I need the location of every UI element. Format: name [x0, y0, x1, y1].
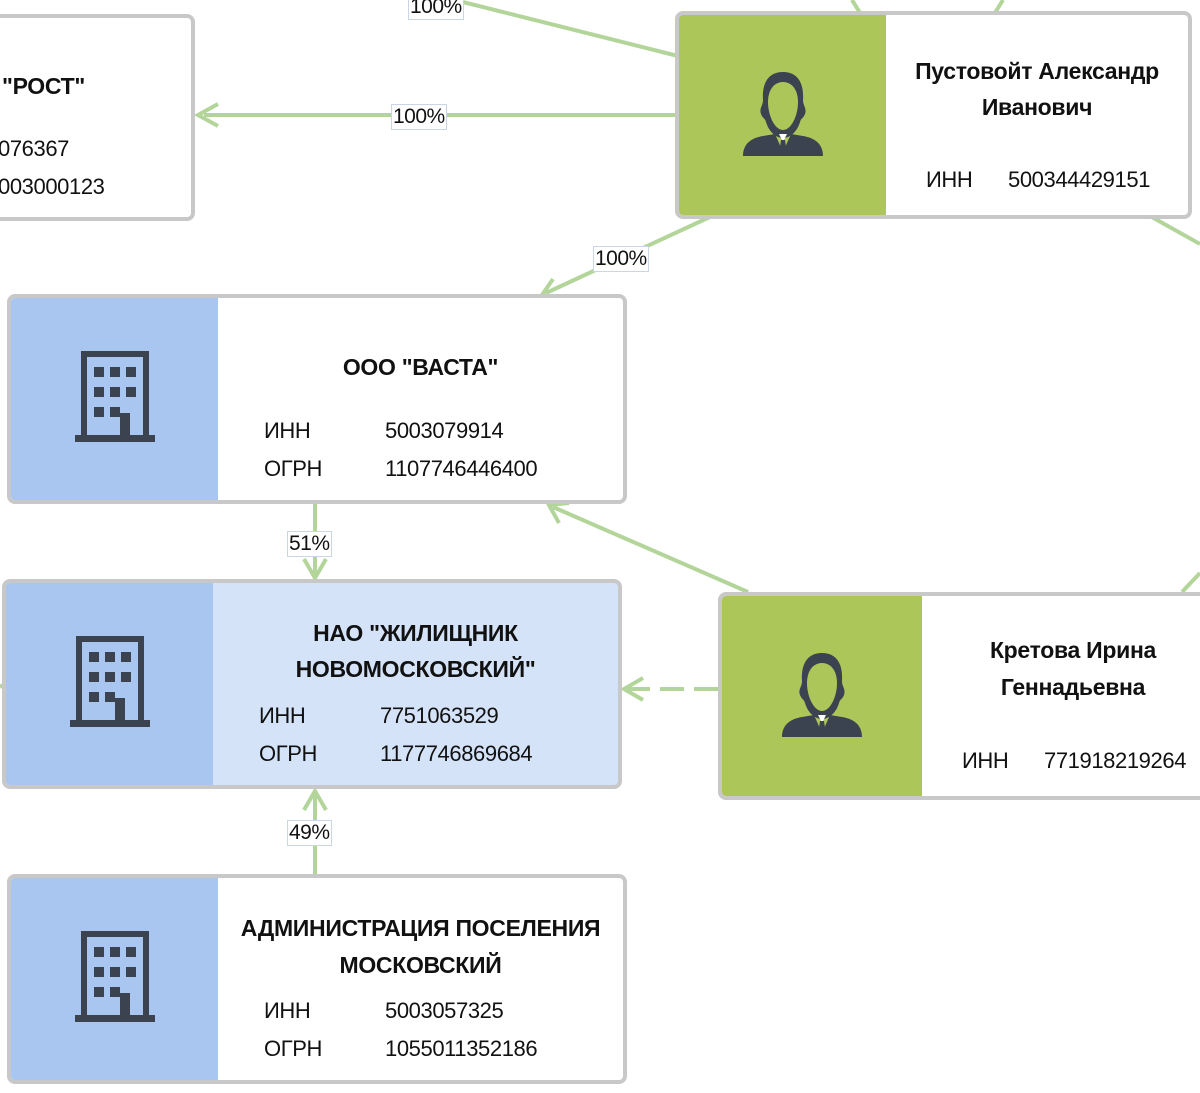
inn-row: ИНН 5003057325	[264, 998, 594, 1024]
ogrn-value: 1055011352186	[385, 1036, 538, 1061]
edge-label-vasta-zhilishchnik: 51%	[287, 531, 332, 557]
node-zhilishchnik[interactable]: НАО "ЖИЛИЩНИК НОВОМОСКОВСКИЙ" ИНН 775106…	[2, 579, 622, 789]
edge-label-pustovoit-vasta: 100%	[593, 246, 649, 272]
edge-label-pustovoit-rost: 100%	[391, 104, 447, 130]
node-title-line1: АДМИНИСТРАЦИЯ ПОСЕЛЕНИЯ	[240, 915, 601, 941]
inn-label: ИНН	[926, 167, 973, 192]
node-title-line2: Иванович	[981, 94, 1093, 120]
inn-label: ИНН	[264, 998, 311, 1023]
building-icon	[74, 350, 155, 448]
node-info: Пустовойт Александр Иванович ИНН 5003444…	[886, 15, 1188, 215]
inn-row: ИНН 7751063529	[259, 703, 589, 729]
edge-label-administration-zhilishchnik: 49%	[287, 820, 332, 846]
ogrn-value: 1107746446400	[385, 456, 538, 481]
node-rost[interactable]: "РОСТ" 076367 003000123	[0, 14, 195, 221]
inn-label: ИНН	[259, 703, 306, 728]
edge-pustovoit-right	[1149, 214, 1200, 246]
node-info: Кретова Ирина Геннадьевна ИНН 7719182192…	[922, 596, 1200, 796]
inn-label: ИНН	[962, 748, 1009, 773]
building-icon	[74, 930, 155, 1028]
inn-label: ИНН	[264, 418, 311, 443]
node-vasta[interactable]: ООО "ВАСТА" ИНН 5003079914 ОГРН 11077464…	[7, 294, 627, 504]
ogrn-row: ОГРН 1177746869684	[259, 741, 589, 767]
edge-kretova-right	[1180, 571, 1200, 594]
node-kretova[interactable]: Кретова Ирина Геннадьевна ИНН 7719182192…	[718, 592, 1200, 800]
arrowhead-rost	[193, 102, 219, 128]
inn-value: 5003079914	[385, 418, 504, 443]
person-panel	[722, 596, 922, 796]
node-pustovoit[interactable]: Пустовойт Александр Иванович ИНН 5003444…	[675, 11, 1192, 219]
arrowhead-zhilishchnik-bottom	[302, 787, 328, 812]
node-title-line1: НАО "ЖИЛИЩНИК	[313, 620, 518, 646]
node-info: "РОСТ" 076367 003000123	[0, 18, 191, 217]
node-title: "РОСТ"	[1, 73, 85, 99]
ogrn-label: ОГРН	[264, 1036, 322, 1061]
inn-value: 771918219264	[1044, 748, 1187, 773]
edge-label-top: 100%	[408, 0, 464, 20]
person-panel	[679, 15, 886, 215]
node-title-line1: Пустовойт Александр	[915, 58, 1159, 84]
node-title-line1: Кретова Ирина	[989, 637, 1157, 663]
node-info: АДМИНИСТРАЦИЯ ПОСЕЛЕНИЯ МОСКОВСКИЙ ИНН 5…	[218, 878, 623, 1080]
ogrn-row: ОГРН 1107746446400	[264, 456, 594, 482]
ogrn-value: 003000123	[0, 174, 105, 199]
organization-panel	[11, 878, 218, 1080]
ogrn-row: ОГРН 1055011352186	[264, 1036, 594, 1062]
node-info: НАО "ЖИЛИЩНИК НОВОМОСКОВСКИЙ" ИНН 775106…	[213, 583, 618, 785]
person-icon	[780, 651, 864, 742]
inn-row: ИНН 500344429151	[926, 167, 1186, 193]
inn-row: ИНН 5003079914	[264, 418, 594, 444]
node-info: ООО "ВАСТА" ИНН 5003079914 ОГРН 11077464…	[218, 298, 623, 500]
organization-panel	[11, 298, 218, 500]
node-title-line2: НОВОМОСКОВСКИЙ"	[295, 656, 536, 682]
person-icon	[741, 70, 825, 161]
node-administration[interactable]: АДМИНИСТРАЦИЯ ПОСЕЛЕНИЯ МОСКОВСКИЙ ИНН 5…	[7, 874, 627, 1084]
inn-value: 5003057325	[385, 998, 504, 1023]
building-icon	[69, 635, 150, 733]
edge-kretova-vasta	[552, 505, 749, 594]
inn-value: 500344429151	[1008, 167, 1151, 192]
arrowhead-zhilishchnik-right	[620, 676, 645, 702]
arrowhead-zhilishchnik-top	[302, 557, 328, 582]
node-title-line2: Геннадьевна	[1000, 674, 1146, 700]
inn-value: 7751063529	[380, 703, 499, 728]
ogrn-label: ОГРН	[259, 741, 317, 766]
node-title: ООО "ВАСТА"	[342, 354, 499, 380]
ogrn-label: ОГРН	[264, 456, 322, 481]
node-title-line2: МОСКОВСКИЙ	[339, 952, 502, 978]
edge-top-left	[454, 0, 679, 58]
ogrn-value: 1177746869684	[380, 741, 533, 766]
inn-value: 076367	[0, 136, 70, 161]
inn-row: ИНН 771918219264	[962, 748, 1200, 774]
organization-panel	[6, 583, 213, 785]
